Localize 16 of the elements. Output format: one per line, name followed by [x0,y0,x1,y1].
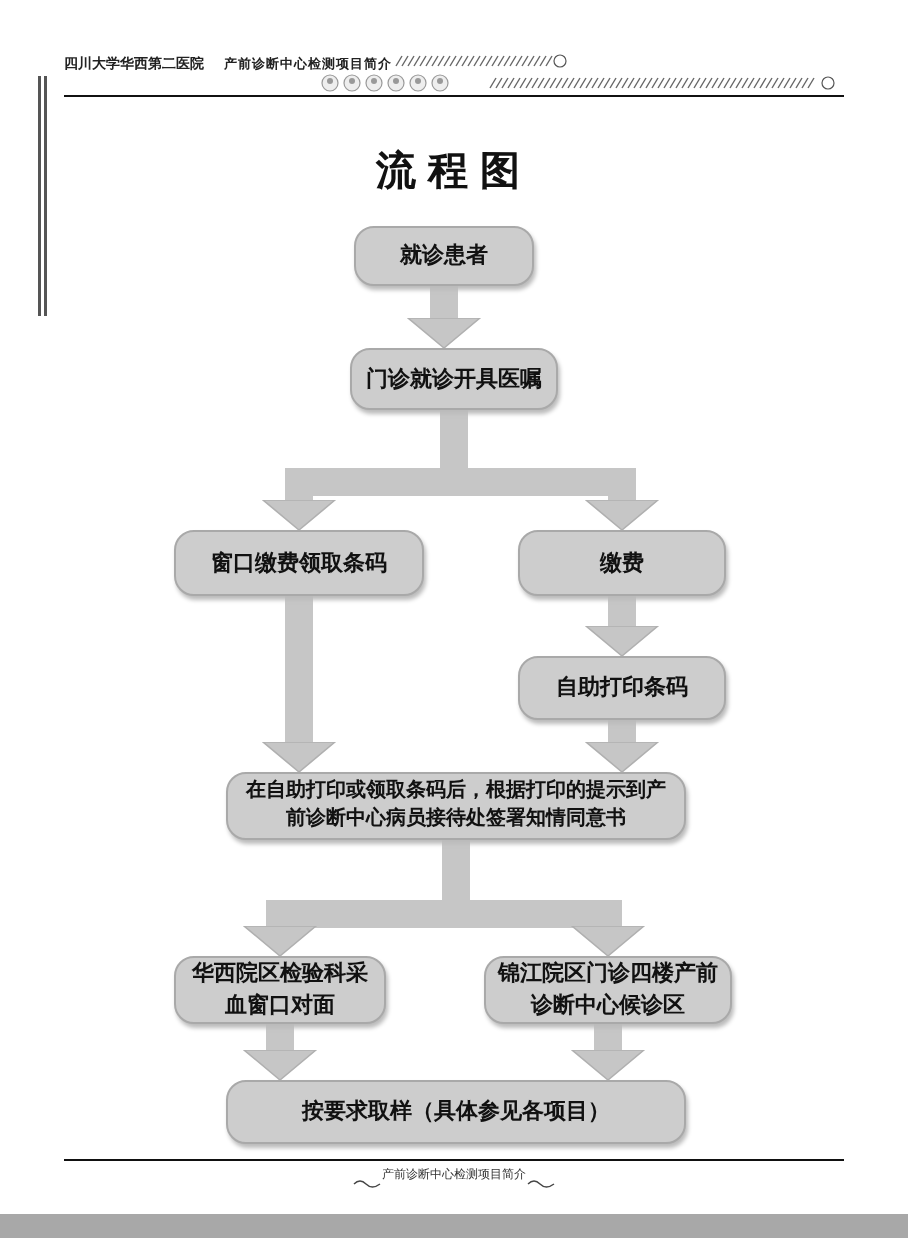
process-box: 锦江院区门诊四楼产前诊断中心候诊区 [484,956,732,1024]
block-arrow [585,720,659,773]
process-box: 门诊就诊开具医嘱 [350,348,558,410]
block-arrow [585,596,659,657]
block-arrow [243,1024,317,1081]
block-arrow [571,1024,645,1081]
block-arrow [407,286,481,349]
block-arrow [262,596,336,773]
process-box: 按要求取样（具体参见各项目） [226,1080,686,1144]
process-box: 窗口缴费领取条码 [174,530,424,596]
process-box: 华西院区检验科采血窗口对面 [174,956,386,1024]
diagram-title: 流程图 [373,144,534,198]
process-box: 在自助打印或领取条码后，根据打印的提示到产前诊断中心病员接待处签署知情同意书 [226,772,686,840]
process-box: 缴费 [518,530,726,596]
process-box: 就诊患者 [354,226,534,286]
process-box: 自助打印条码 [518,656,726,720]
